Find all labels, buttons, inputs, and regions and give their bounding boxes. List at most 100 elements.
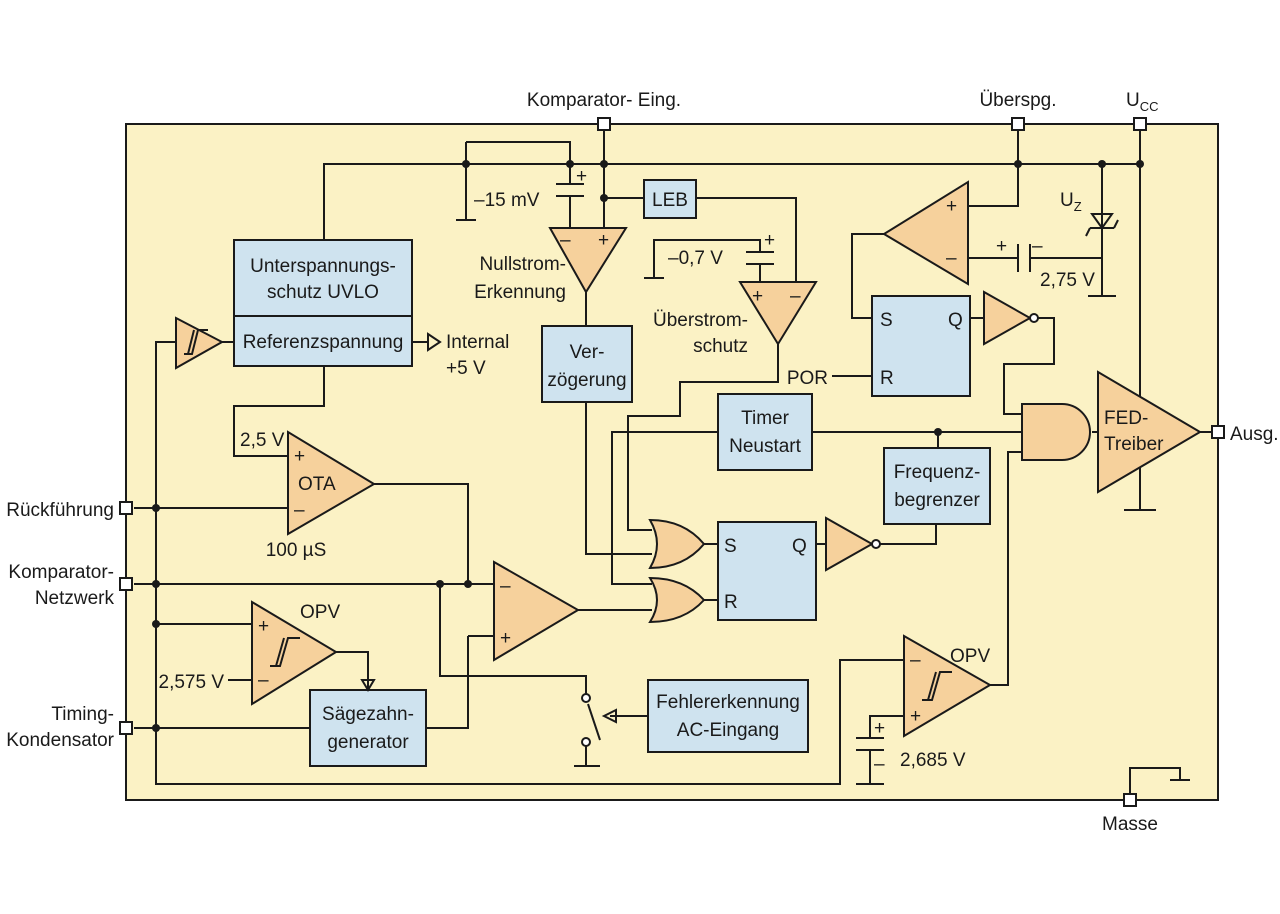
wires: [134, 124, 1212, 794]
uz-label: UZ: [1060, 190, 1082, 214]
label-timing-2: Kondensator: [6, 730, 114, 751]
opv-left: [251, 600, 338, 706]
fault-arrow: [601, 708, 617, 724]
fault-label-2: AC-Eingang: [677, 720, 779, 741]
zc-plus: +: [598, 230, 609, 251]
sawtooth-label-2: generator: [327, 732, 409, 753]
freq-label-2: begrenzer: [894, 490, 980, 511]
zero-current-label-1: Nullstrom-: [479, 254, 566, 275]
hysteresis-icon-2: [270, 637, 300, 667]
or-gate-bottom: [648, 576, 706, 624]
delay-label-2: zögerung: [547, 370, 626, 391]
ff-top-s: S: [880, 310, 893, 331]
label-timing-1: Timing-: [51, 704, 114, 725]
timer-label-2: Neustart: [729, 436, 802, 457]
and-gate: [1021, 403, 1091, 461]
pin-overvoltage: [1011, 117, 1025, 131]
sr-flipflop-top: [871, 295, 971, 397]
pwm-comparator: [493, 560, 580, 662]
v2685-label: 2,685 V: [900, 750, 966, 771]
ov-plus: +: [946, 196, 957, 217]
opv-right-minus: –: [910, 650, 921, 671]
or-gate-top: [648, 518, 706, 570]
label-comparator-network-1: Komparator-: [8, 562, 114, 583]
v275-minus: –: [1032, 236, 1043, 257]
pin-comparator-input: [597, 117, 611, 131]
opv-right-label: OPV: [950, 646, 990, 667]
sawtooth-generator-block: [309, 689, 427, 767]
opv-right: [903, 634, 992, 738]
v275-label: 2,75 V: [1040, 270, 1095, 291]
v07-label: –0,7 V: [668, 248, 723, 269]
uvlo-label-2: schutz UVLO: [267, 282, 379, 303]
pwm-minus: –: [500, 576, 511, 597]
pin-feedback: [119, 501, 133, 515]
fed-driver: [1097, 370, 1202, 494]
v275-plus: +: [996, 236, 1007, 257]
uvlo-label-1: Unterspannungs-: [250, 256, 396, 277]
opv-left-label: OPV: [300, 602, 340, 623]
zc-minus: –: [560, 230, 571, 251]
opv-left-plus: +: [258, 616, 269, 637]
label-comparator-input: Komparator- Eing.: [527, 90, 681, 111]
ff-mid-r: R: [724, 592, 738, 613]
switch-contact-top: [581, 693, 591, 703]
pin-ground: [1123, 793, 1137, 807]
hysteresis-icon-1: [184, 329, 208, 355]
overcurrent-label-1: Überstrom-: [653, 310, 748, 331]
ota-plus: +: [294, 446, 305, 467]
inverter-top: [983, 290, 1033, 346]
pin-output: [1211, 425, 1225, 439]
label-overvoltage: Überspg.: [979, 90, 1056, 111]
delay-block: [541, 325, 633, 403]
v2685-plus: +: [874, 718, 885, 739]
reference-block: [233, 315, 413, 367]
driver-label-1: FED-: [1104, 408, 1148, 429]
switch-contact-bottom: [581, 737, 591, 747]
label-output: Ausg.: [1230, 424, 1279, 445]
ff-mid-q: Q: [792, 536, 807, 557]
v2575-label: 2,575 V: [159, 672, 225, 693]
ota-label: OTA: [298, 474, 336, 495]
pins: [119, 117, 1225, 807]
label-ucc: UCC: [1126, 90, 1159, 114]
por-label: POR: [787, 368, 828, 389]
pin-ucc: [1133, 117, 1147, 131]
ota-amplifier: [287, 430, 376, 536]
pwm-plus: +: [500, 628, 511, 649]
ff-top-q: Q: [948, 310, 963, 331]
leb-block: [643, 179, 697, 219]
junction-dots: [152, 160, 1144, 732]
sawtooth-label-1: Sägezahn-: [322, 704, 414, 725]
ota-minus: –: [294, 500, 305, 521]
inverter-mid-bubble: [871, 539, 881, 549]
leb-label: LEB: [652, 190, 688, 211]
reference-label: Referenzspannung: [243, 332, 404, 353]
zero-current-label-2: Erkennung: [474, 282, 566, 303]
frequency-limiter-block: [883, 447, 991, 525]
v15-label: –15 mV: [474, 190, 540, 211]
overvoltage-comparator: [882, 180, 969, 286]
pin-timing-capacitor: [119, 721, 133, 735]
oc-minus: –: [790, 286, 801, 307]
v2685-minus: –: [874, 754, 885, 775]
timer-restart-block: [717, 393, 813, 471]
sr-flipflop-mid: [717, 521, 817, 621]
freq-label-1: Frequenz-: [894, 462, 981, 483]
timer-label-1: Timer: [741, 408, 790, 429]
label-feedback: Rückführung: [6, 500, 114, 521]
inverter-top-bubble: [1029, 313, 1039, 323]
fault-label-1: Fehlererkennung: [656, 692, 800, 713]
opv-right-plus: +: [910, 706, 921, 727]
pin-comparator-network: [119, 577, 133, 591]
hysteresis-icon-3: [922, 671, 952, 701]
ota-gm-label: 100 µS: [266, 540, 327, 561]
ov-minus: –: [946, 248, 957, 269]
uvlo-block: [233, 239, 413, 317]
sawtooth-arrow: [360, 679, 376, 692]
delay-label-1: Ver-: [570, 342, 605, 363]
inverter-mid: [825, 516, 875, 572]
v25-label: 2,5 V: [240, 430, 285, 451]
overcurrent-comparator: [738, 281, 818, 346]
